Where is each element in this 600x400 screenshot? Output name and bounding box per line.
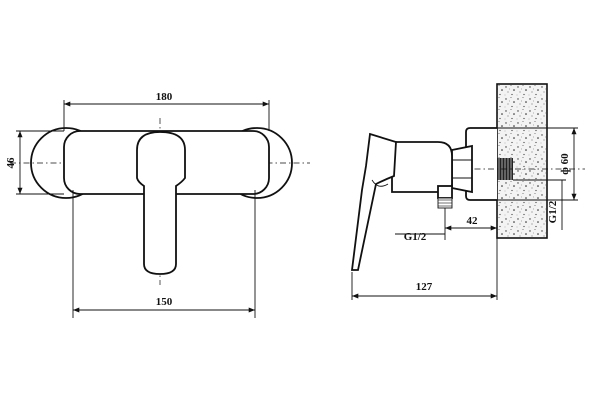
side-valve-body xyxy=(391,141,453,193)
dim-d60-label: ф 60 xyxy=(559,153,571,175)
dim-150-label: 150 xyxy=(156,296,173,308)
inlet-pipe xyxy=(437,185,453,199)
front-view: 180 46 150 xyxy=(5,91,310,318)
dim-42-label: 42 xyxy=(467,215,479,227)
side-view: G1/2 42 127 ф 60 G1/2 xyxy=(350,83,585,300)
lever-handle xyxy=(136,131,186,275)
inlet-thread-lines xyxy=(438,199,452,207)
side-lever xyxy=(350,132,397,271)
dim-inlet-g12-label: G1/2 xyxy=(404,231,427,243)
dim-127-label: 127 xyxy=(416,281,433,293)
dim-180-label: 180 xyxy=(156,91,173,103)
hex-nut xyxy=(451,144,473,194)
dim-46-label: 46 xyxy=(5,157,17,169)
side-lever-knuckle xyxy=(371,179,389,187)
dim-wall-g12-label: G1/2 xyxy=(547,200,559,223)
